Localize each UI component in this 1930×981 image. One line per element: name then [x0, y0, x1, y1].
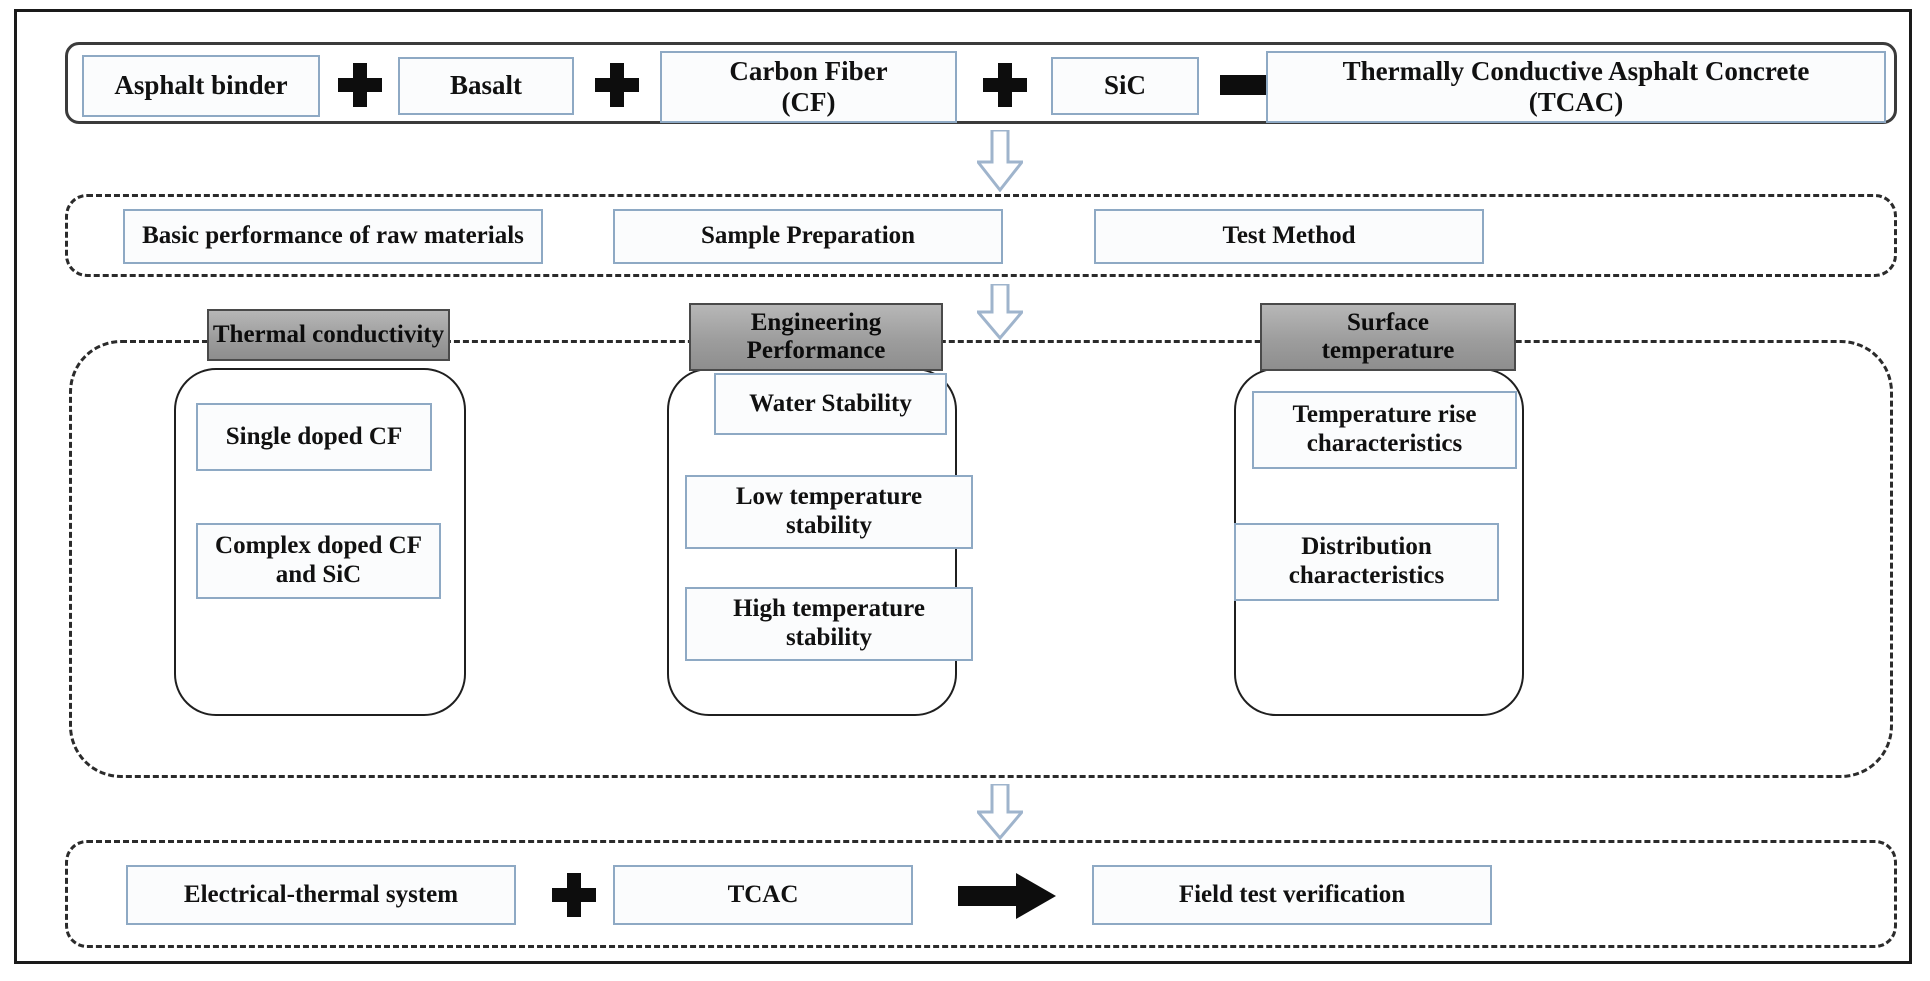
materials-row-container: Asphalt binder Basalt Carbon Fiber (CF) … [65, 42, 1897, 124]
product-label-line2: (TCAC) [1528, 87, 1624, 117]
subitem-label-line1: High temperature [733, 595, 925, 623]
subitem-label-line2: stability [785, 512, 873, 539]
group-header-surface-temperature: Surface temperature [1260, 303, 1516, 371]
method-box-raw-materials[interactable]: Basic performance of raw materials [123, 209, 543, 264]
subitem-single-doped-cf[interactable]: Single doped CF [196, 403, 432, 471]
material-label: Basalt [449, 70, 522, 101]
group-header-label: Thermal conductivity [212, 321, 445, 348]
group-header-thermal-conductivity: Thermal conductivity [207, 309, 450, 361]
plus-icon-2 [595, 63, 639, 107]
subitem-label-line2: and SiC [275, 561, 362, 588]
method-box-test-method[interactable]: Test Method [1094, 209, 1484, 264]
subitem-distribution-characteristics[interactable]: Distribution characteristics [1234, 523, 1499, 601]
subitem-complex-doped-cf-sic[interactable]: Complex doped CF and SiC [196, 523, 441, 599]
method-label: Sample Preparation [700, 222, 916, 250]
material-label-line2: (CF) [781, 87, 836, 117]
subitem-high-temperature-stability[interactable]: High temperature stability [685, 587, 973, 661]
method-label: Test Method [1222, 222, 1356, 250]
application-box-field-test-verification[interactable]: Field test verification [1092, 865, 1492, 925]
material-label: SiC [1103, 70, 1147, 101]
plus-icon-4 [552, 873, 596, 917]
arrow-right-icon-2 [958, 873, 1056, 919]
subitem-label-line2: characteristics [1288, 562, 1445, 589]
material-label-line1: Carbon Fiber [729, 55, 888, 86]
subitem-label-line1: Low temperature [735, 483, 923, 511]
performance-groups-container: Thermal conductivity Single doped CF Com… [69, 303, 1893, 778]
methodology-row-container: Basic performance of raw materials Sampl… [65, 194, 1897, 277]
material-box-carbon-fiber[interactable]: Carbon Fiber (CF) [660, 51, 957, 123]
outer-frame: Asphalt binder Basalt Carbon Fiber (CF) … [14, 9, 1912, 964]
plus-icon-3 [983, 63, 1027, 107]
application-row-container: Electrical-thermal system TCAC Field tes… [65, 840, 1897, 948]
application-label: Electrical-thermal system [183, 880, 459, 908]
material-box-sic[interactable]: SiC [1051, 57, 1199, 115]
application-label: TCAC [727, 880, 799, 908]
application-box-electrical-thermal-system[interactable]: Electrical-thermal system [126, 865, 516, 925]
method-box-sample-preparation[interactable]: Sample Preparation [613, 209, 1003, 264]
subitem-label-line1: Temperature rise [1292, 401, 1477, 429]
subitem-label-line2: characteristics [1306, 430, 1463, 457]
method-label: Basic performance of raw materials [142, 222, 524, 250]
subitem-label-line1: Distribution [1301, 533, 1432, 561]
subitem-water-stability[interactable]: Water Stability [714, 373, 947, 435]
subitem-temperature-rise-characteristics[interactable]: Temperature rise characteristics [1252, 391, 1517, 469]
group-header-engineering-performance: Engineering Performance [689, 303, 943, 371]
product-label-line1: Thermally Conductive Asphalt Concrete [1342, 55, 1810, 86]
connector-arrow-3 [977, 784, 1023, 846]
subitem-label-line1: Single doped CF [225, 422, 403, 450]
group-header-label-line1: Engineering [750, 309, 882, 336]
group-header-label-line1: Surface [1347, 309, 1429, 336]
material-box-asphalt-binder[interactable]: Asphalt binder [82, 55, 320, 117]
subitem-low-temperature-stability[interactable]: Low temperature stability [685, 475, 973, 549]
material-box-tcac-product[interactable]: Thermally Conductive Asphalt Concrete (T… [1266, 51, 1886, 123]
application-label: Field test verification [1178, 880, 1406, 908]
connector-arrow-1 [977, 130, 1023, 192]
group-header-label-line2: temperature [1321, 337, 1455, 364]
subitem-label-line1: Water Stability [749, 389, 912, 417]
subitem-label-line1: Complex doped CF [215, 532, 422, 560]
material-box-basalt[interactable]: Basalt [398, 57, 574, 115]
subitem-label-line2: stability [785, 624, 873, 651]
connector-arrow-2 [977, 284, 1023, 346]
application-box-tcac[interactable]: TCAC [613, 865, 913, 925]
group-header-label-line2: Performance [746, 337, 886, 364]
plus-icon-1 [338, 63, 382, 107]
material-label: Asphalt binder [114, 70, 288, 101]
